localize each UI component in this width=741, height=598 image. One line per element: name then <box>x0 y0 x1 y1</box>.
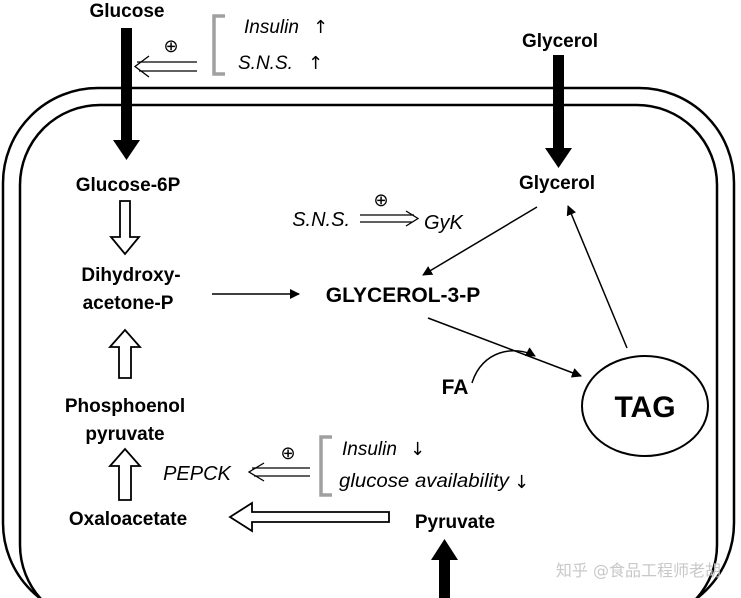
label-tag: TAG <box>614 391 675 424</box>
bottom-regulator-insulin: Insulin <box>342 439 397 460</box>
bottom-plus-icon: ⊕ <box>280 443 295 464</box>
top-regulator-sns-arrow-icon: ↑ <box>308 53 323 74</box>
top-regulator-insulin: Insulin <box>244 17 299 38</box>
bottom-regulation-bracket <box>319 435 332 497</box>
bottom-regulator-glucose-availability: glucose availability <box>339 471 511 492</box>
glucose-transport-arrow <box>113 28 140 160</box>
g3p-to-tag-arrow <box>427 317 582 378</box>
label-gyk: GyK <box>424 212 465 234</box>
bottom-regulator-glucose-arrow-icon: ↓ <box>514 472 529 493</box>
top-regulator-sns: S.N.S. <box>238 53 293 74</box>
label-fa: FA <box>442 376 469 399</box>
bottom-regulator-insulin-arrow-icon: ↓ <box>410 439 425 460</box>
label-oxaloacetate: Oxaloacetate <box>69 509 187 530</box>
top-regulation-arrow <box>133 55 197 78</box>
pepck-regulation-arrow <box>247 462 310 482</box>
tag-ellipse <box>581 355 709 457</box>
top-regulation-bracket <box>212 14 225 76</box>
pyruvate-entry-arrow <box>431 539 458 598</box>
label-pyruvate: Pyruvate <box>415 512 495 533</box>
glucose6p-to-dhap-arrow <box>109 200 141 256</box>
label-glycerol-3p: GLYCEROL-3-P <box>326 284 480 307</box>
label-sns-mid: S.N.S. <box>292 209 350 231</box>
label-pepck: PEPCK <box>163 463 232 485</box>
tag-to-glycerol-arrow <box>566 205 628 349</box>
label-glycerol-outside: Glycerol <box>522 31 598 52</box>
label-dhap-line2: acetone-P <box>83 293 174 314</box>
glycerol-to-g3p-arrow <box>422 206 538 276</box>
mid-plus-icon: ⊕ <box>373 190 388 211</box>
oxaloacetate-to-pep-arrow <box>108 447 142 501</box>
label-glucose: Glucose <box>90 1 165 22</box>
label-glucose-6p: Glucose-6P <box>76 175 181 196</box>
top-regulator-insulin-arrow-icon: ↑ <box>313 17 328 38</box>
label-dhap-line1: Dihydroxy- <box>81 265 180 286</box>
fa-incorporation-arrow <box>471 347 536 384</box>
label-glycerol-inside: Glycerol <box>519 173 595 194</box>
glycerol-transport-arrow <box>545 55 572 168</box>
top-plus-icon: ⊕ <box>163 36 178 57</box>
pep-to-dhap-arrow <box>108 328 142 379</box>
pyruvate-to-oxaloacetate-arrow <box>228 501 390 533</box>
label-pep-line1: Phosphoenol <box>65 396 185 417</box>
label-pep-line2: pyruvate <box>85 424 164 445</box>
gyk-regulation-arrow <box>360 210 420 227</box>
cell-membrane <box>1 86 736 598</box>
watermark: 知乎 @食品工程师老胡 <box>556 561 721 580</box>
